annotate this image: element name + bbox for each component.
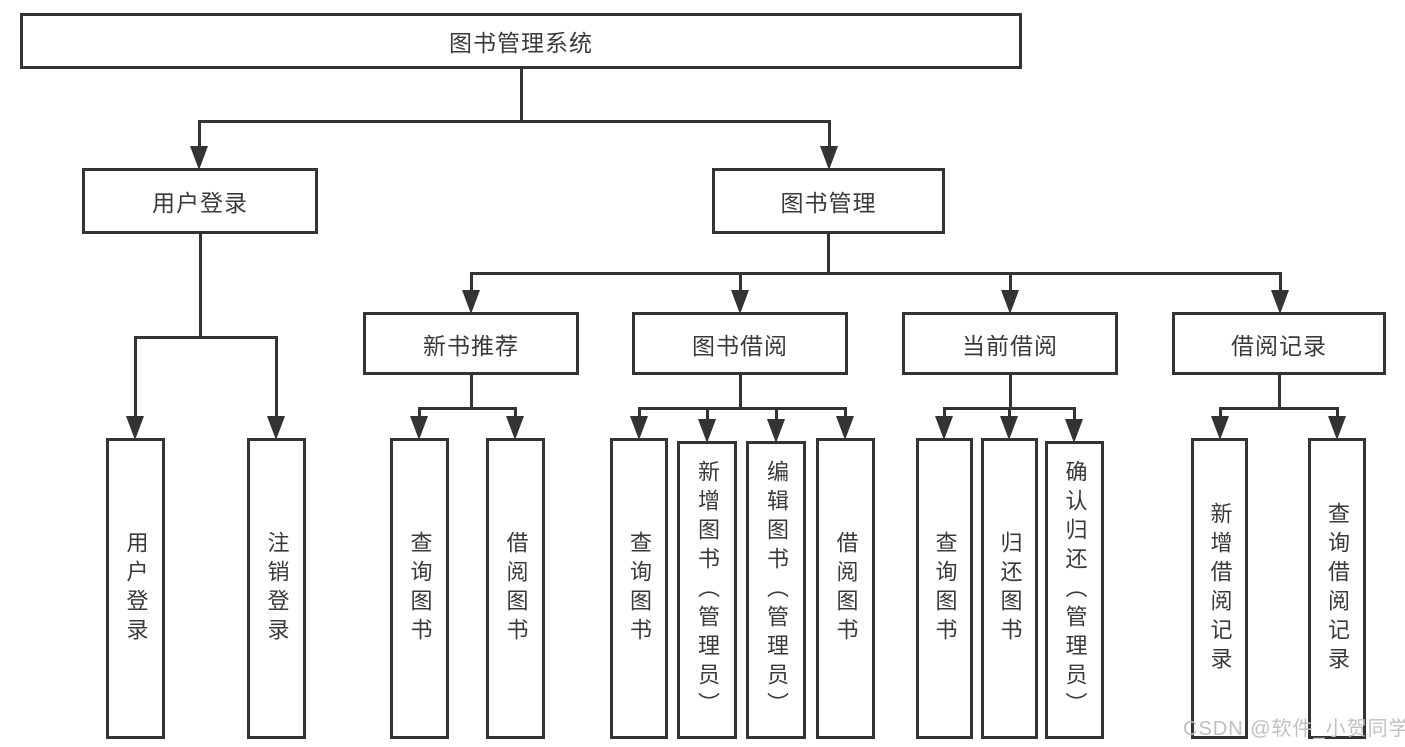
connector-line	[469, 375, 473, 410]
connector-line	[469, 272, 473, 294]
connector-line	[519, 69, 523, 123]
connector-line	[1072, 407, 1076, 423]
connector-line	[198, 234, 202, 339]
node-new-book-recommend: 新书推荐	[363, 312, 579, 375]
arrowhead-icon	[506, 416, 524, 440]
connector-line	[637, 407, 641, 420]
connector-line	[843, 407, 847, 420]
leaf-query-borrow-record: 查询借阅记录	[1308, 438, 1366, 739]
connector-line	[738, 272, 742, 294]
arrowhead-icon	[1065, 419, 1083, 443]
connector-line	[705, 407, 709, 423]
arrowhead-icon	[190, 146, 208, 170]
leaf-query-books-borrow: 查询图书	[610, 438, 668, 739]
arrowhead-icon	[1211, 416, 1229, 440]
connector-line	[417, 407, 421, 420]
arrowhead-icon	[731, 290, 749, 314]
connector-line	[1218, 407, 1339, 410]
connector-line	[133, 336, 278, 339]
connector-line	[1218, 407, 1222, 420]
leaf-edit-book-admin: 编辑图书（管理员）	[746, 441, 806, 739]
arrowhead-icon	[935, 416, 953, 440]
arrowhead-icon	[462, 290, 480, 314]
connector-line	[274, 336, 278, 420]
connector-line	[1008, 272, 1012, 294]
node-borrow-records: 借阅记录	[1172, 312, 1386, 375]
node-library-system: 图书管理系统	[20, 13, 1022, 69]
connector-line	[197, 120, 201, 150]
node-current-borrow: 当前借阅	[902, 312, 1118, 375]
connector-line	[1008, 375, 1012, 410]
connector-line	[826, 234, 830, 275]
arrowhead-icon	[267, 416, 285, 440]
connector-line	[827, 120, 831, 150]
connector-line	[133, 336, 137, 420]
leaf-add-borrow-record: 新增借阅记录	[1191, 438, 1248, 739]
connector-line	[1277, 375, 1281, 410]
node-user-login: 用户登录	[82, 168, 318, 234]
leaf-query-books-recommend: 查询图书	[390, 438, 449, 739]
leaf-add-book-admin: 新增图书（管理员）	[677, 441, 737, 739]
connector-line	[942, 407, 946, 420]
arrowhead-icon	[767, 419, 785, 443]
connector-line	[637, 407, 847, 410]
arrowhead-icon	[1328, 416, 1346, 440]
arrowhead-icon	[410, 416, 428, 440]
watermark: CSDN @软件_小贺同学	[1183, 718, 1405, 740]
arrowhead-icon	[1001, 290, 1019, 314]
connector-line	[738, 375, 742, 410]
leaf-return-book: 归还图书	[981, 438, 1038, 739]
connector-line	[774, 407, 778, 423]
leaf-borrow-books: 借阅图书	[816, 438, 875, 739]
connector-line	[1278, 272, 1282, 294]
connector-line	[417, 407, 517, 410]
connector-line	[1007, 407, 1011, 420]
connector-line	[513, 407, 517, 420]
connector-line	[197, 120, 831, 123]
arrowhead-icon	[1000, 416, 1018, 440]
arrowhead-icon	[630, 416, 648, 440]
arrowhead-icon	[820, 146, 838, 170]
arrowhead-icon	[126, 416, 144, 440]
connector-line	[469, 272, 1282, 275]
leaf-logout: 注销登录	[247, 438, 306, 739]
leaf-user-login: 用户登录	[106, 438, 165, 739]
connector-line	[1335, 407, 1339, 420]
arrowhead-icon	[1271, 290, 1289, 314]
arrowhead-icon	[698, 419, 716, 443]
leaf-confirm-return-admin: 确认归还（管理员）	[1045, 441, 1104, 739]
leaf-borrow-books-recommend: 借阅图书	[486, 438, 545, 739]
node-book-management: 图书管理	[712, 168, 945, 234]
node-book-borrow: 图书借阅	[632, 312, 848, 375]
leaf-query-books-current: 查询图书	[916, 438, 973, 739]
arrowhead-icon	[836, 416, 854, 440]
